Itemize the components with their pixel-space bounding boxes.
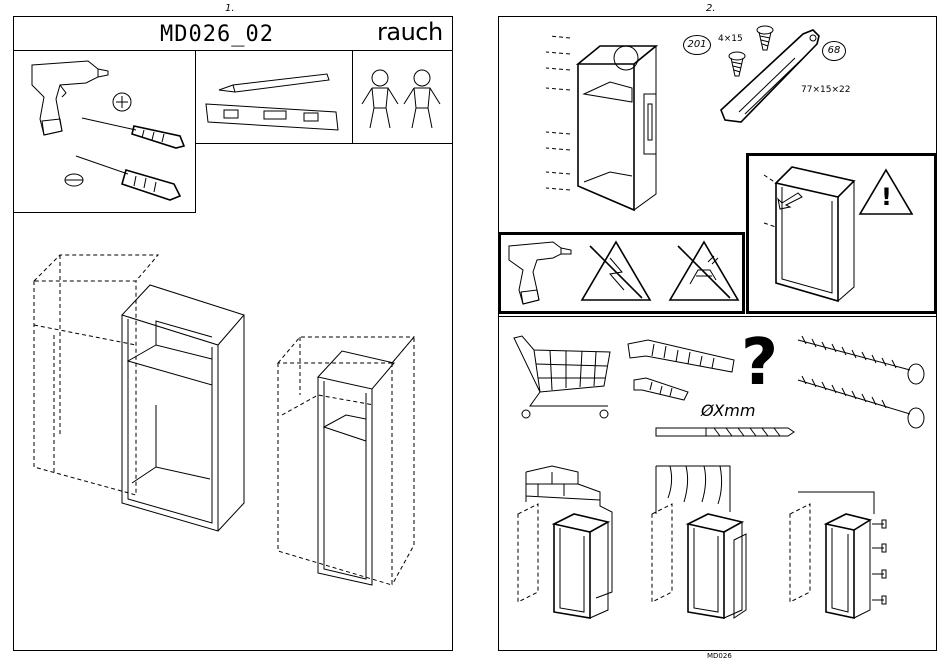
slim-cabinet-drawing <box>762 163 862 305</box>
no-electric-cable-sign <box>580 240 652 304</box>
model-code: MD026_02 <box>160 22 274 47</box>
screws-and-bracket-icon <box>715 22 825 132</box>
question-mark: ? <box>741 328 778 398</box>
wood-wall-mount-drawing <box>646 462 756 622</box>
part-68-label: 68 <box>822 41 846 61</box>
footer-code: MD026 <box>707 652 732 660</box>
part-201-label: 201 <box>683 35 711 55</box>
drill-warning-icon <box>503 238 573 308</box>
long-screws-icon <box>794 334 934 430</box>
bracket-mount-drawing <box>540 34 690 214</box>
brick-wall-mount-drawing <box>512 462 622 622</box>
spirit-level-icon <box>204 100 344 134</box>
drill-bit-icon <box>654 424 796 440</box>
shopping-cart-icon <box>512 330 616 422</box>
section-divider <box>498 316 937 317</box>
right-page-number: 2. <box>706 3 716 14</box>
two-persons-icon <box>358 68 448 132</box>
no-water-pipe-sign <box>668 240 740 304</box>
drill-diameter-label: ØXmm <box>701 401 755 420</box>
warning-exclamation: ! <box>881 183 892 211</box>
phillips-screwdriver-icon <box>72 90 192 150</box>
pencil-icon <box>215 70 335 100</box>
plasterboard-wall-mount-drawing <box>784 486 894 622</box>
flat-screwdriver-icon <box>62 150 192 210</box>
brand-logo: rauch <box>377 18 443 46</box>
wardrobe-overview-drawing <box>30 245 430 595</box>
left-page-number: 1. <box>225 3 235 14</box>
